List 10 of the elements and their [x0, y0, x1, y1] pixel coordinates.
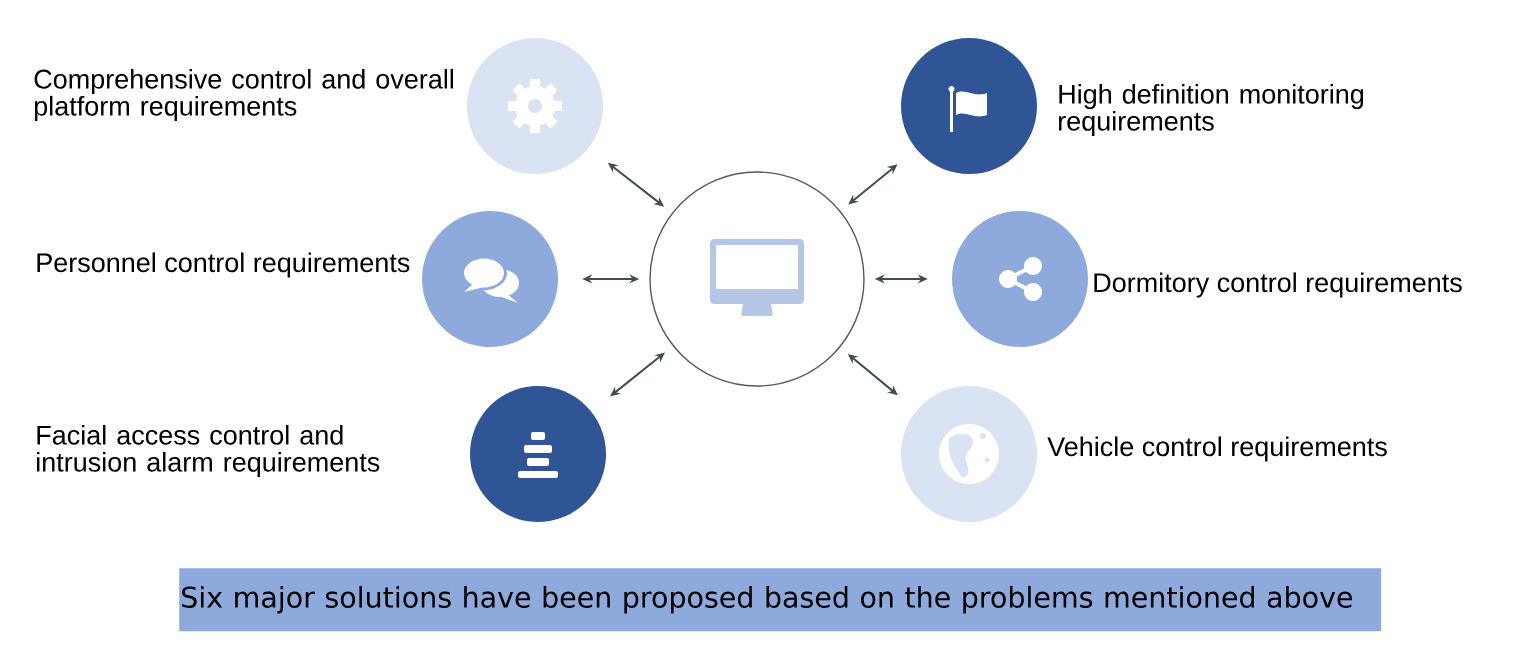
caption-banner: Six major solutions have been proposed based on the problems mentioned above: [179, 568, 1382, 632]
icon-circle: [470, 386, 606, 522]
requirement-label: Facial access control and intrusion alarm requirements: [37, 424, 380, 478]
requirement-label: Dormitory control requirements: [1094, 272, 1462, 298]
requirement-label: Vehicle control requirements: [1047, 436, 1387, 462]
requirement-label: Personnel control requirements: [37, 252, 410, 278]
icon-circle: [901, 38, 1037, 174]
icon-circle: [952, 211, 1088, 347]
requirement-label: Comprehensive control and overall platform requirements: [34, 68, 453, 122]
requirement-label: High definition monitoring requirements: [1059, 83, 1364, 137]
